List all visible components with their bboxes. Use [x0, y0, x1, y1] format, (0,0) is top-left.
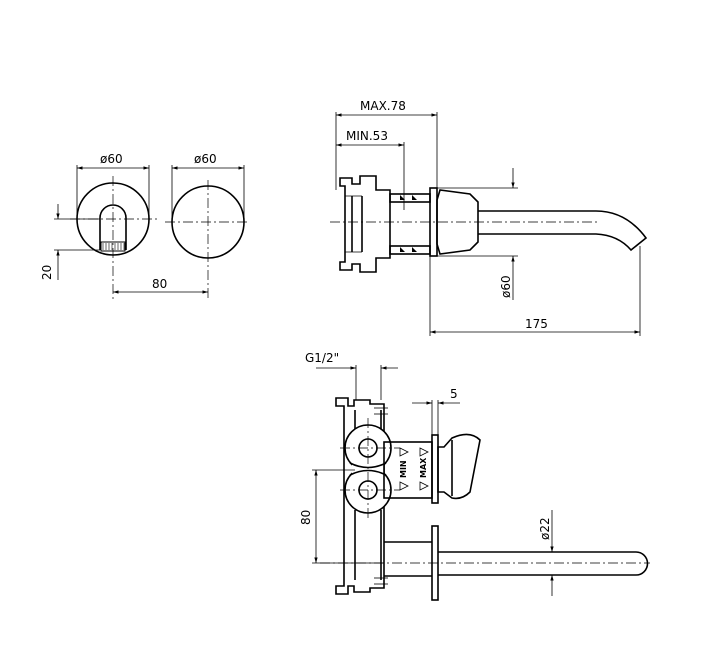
aerator-mesh: [102, 243, 125, 250]
spout-side: [478, 210, 648, 252]
dim-spout-length: 175: [525, 317, 548, 331]
label-max: MAX: [419, 457, 428, 478]
sleeve-triangles: [399, 447, 429, 491]
dim-left-diameter: ø60: [100, 152, 123, 166]
label-min: MIN: [399, 460, 408, 478]
wall-plate-handle: [431, 434, 439, 504]
spout-outlet-outline: [99, 204, 127, 250]
front-view: ø60 ø60 20 80: [40, 152, 250, 300]
handle-top: [437, 433, 481, 500]
side-view: MAX.78 MIN.53 ø60 175: [330, 99, 648, 336]
rough-in-body: [339, 175, 391, 273]
dim-center-distance: 80: [152, 277, 167, 291]
dim-min-depth: MIN.53: [346, 129, 388, 143]
dim-thread: G1/2": [305, 351, 339, 365]
dim-spout-offset: 20: [40, 265, 54, 280]
spout-top: [438, 551, 649, 576]
dim-plate-gap: 5: [450, 387, 458, 401]
dim-spout-diameter: ø22: [538, 517, 552, 540]
rough-in-body-top: [335, 397, 385, 595]
connector-marks: [400, 195, 417, 252]
top-view: MIN MAX G1/2" 5: [299, 351, 650, 601]
handle-side: [436, 189, 479, 255]
dim-plate-diameter: ø60: [499, 275, 513, 298]
dim-max-depth: MAX.78: [360, 99, 406, 113]
dim-right-diameter: ø60: [194, 152, 217, 166]
dim-vertical-spacing: 80: [299, 510, 313, 525]
